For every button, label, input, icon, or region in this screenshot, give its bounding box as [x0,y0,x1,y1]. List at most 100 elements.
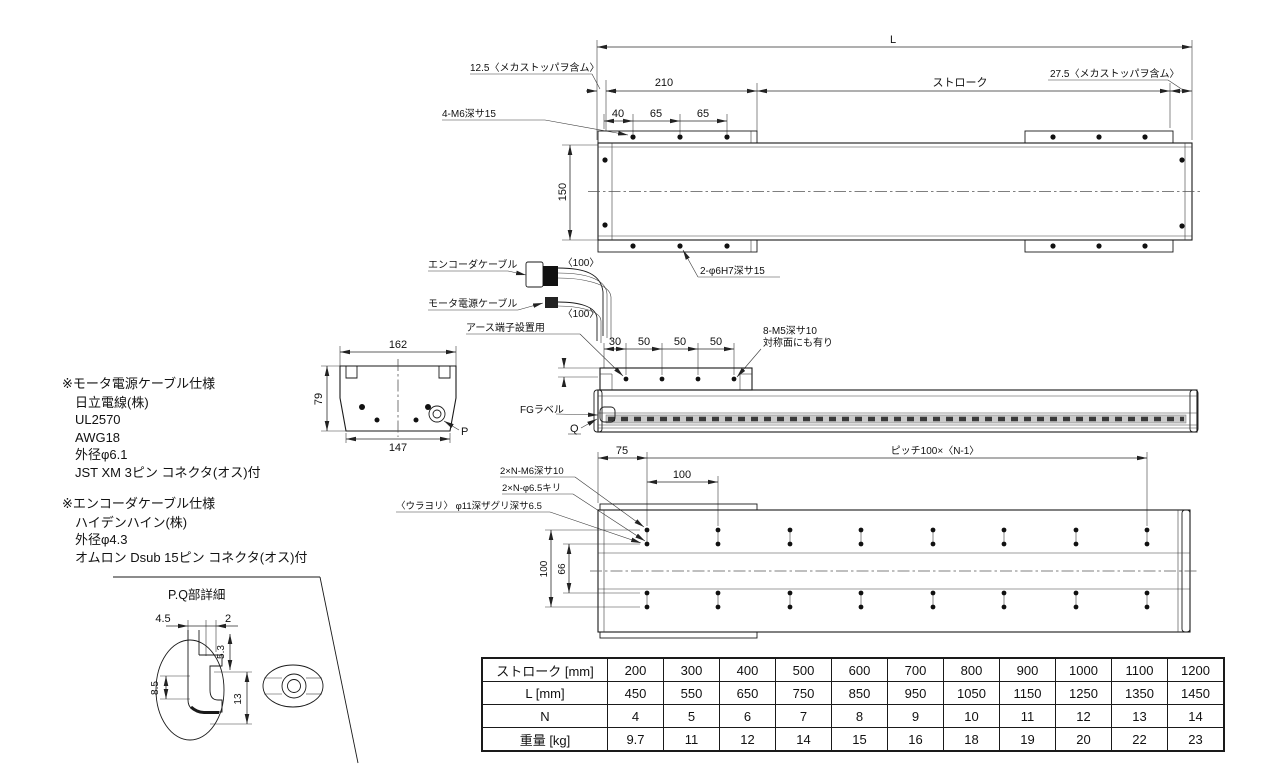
dim-150: 150 [557,183,569,201]
row-header: L [mm] [481,681,608,705]
table-cell: 750 [775,681,832,705]
encoder-connector-body [543,266,558,286]
note-line: オムロン Dsub 15ピン コネクタ(オス)付 [75,549,308,565]
end-view: 162 79 147 P [313,339,468,454]
dim-100: 100 [673,469,691,481]
table-cell: 900 [999,657,1056,682]
bottom-view: 75 ピッチ100×〈N-1〉 100 2×N-M6深サ10 2×N-φ6.5キ… [396,445,1198,639]
q-marker: Q [570,423,579,435]
motor-connector [545,297,558,308]
table-cell: 15 [831,727,888,752]
table-cell: 16 [887,727,944,752]
table-cell: 1100 [1111,657,1168,682]
table-cell: 550 [663,681,720,705]
dim-75: 75 [616,445,628,457]
bend-100a: 〈100〉 [563,257,600,269]
dim-50c: 50 [710,336,722,348]
table-cell: 600 [831,657,888,682]
hole-pattern [644,527,1150,610]
note-line: 日立電線(株) [75,394,149,410]
dim-2: 2 [225,613,231,625]
label-2xN-phi65: 2×N-φ6.5キリ [502,483,561,494]
dim-5-3: 5.3 [216,645,227,659]
dim-pitch: ピッチ100×〈N-1〉 [891,445,980,457]
label-2xN-M6: 2×N-M6深サ10 [500,466,564,477]
table-cell: 9 [887,704,944,728]
dim-13: 13 [233,693,244,705]
encoder-cable-label: エンコーダケーブル [428,258,517,271]
table-cell: 1000 [1055,657,1112,682]
motor-cable-spec-note: ※モータ電源ケーブル仕様 日立電線(株) UL2570 AWG18 外径φ6.1… [62,375,261,481]
table-cell: 12 [1055,704,1112,728]
table-cell: 200 [607,657,664,682]
label-8xM5: 8-M5深サ10 [763,325,817,337]
encoder-cable [557,267,604,336]
fg-label: FGラベル [520,404,564,416]
note-line: AWG18 [75,429,121,445]
table-cell: 14 [775,727,832,752]
table-cell: 6 [719,704,776,728]
row-header: N [481,704,608,728]
table-cell: 450 [607,681,664,705]
note-line: ハイデンハイン(株) [75,514,188,530]
table-cell: 22 [1111,727,1168,752]
fg-label-target [599,406,616,423]
table-cell: 1250 [1055,681,1112,705]
dim-30: 30 [609,336,621,348]
pq-detail: 4.5 2 5.3 8.5 13 [113,576,359,764]
dim-12-5: 12.5〈メカストッパヲ含ム〉 [470,61,599,74]
table-cell: 5 [663,704,720,728]
p-detail-balloon [155,639,225,741]
note-line: 外径φ6.1 [75,447,128,462]
dim-65a: 65 [650,108,662,120]
dim-162: 162 [389,339,407,351]
table-cell: 14 [1167,704,1225,728]
dim-v100: 100 [539,560,550,577]
stroke-label: ストローク [933,76,988,89]
dim-50a: 50 [638,336,650,348]
row-header: 重量 [kg] [481,727,608,752]
table-cell: 850 [831,681,888,705]
dim-v66: 66 [557,563,568,575]
table-cell: 23 [1167,727,1225,752]
table-cell: 10 [943,704,1000,728]
table-cell: 8 [831,704,888,728]
dim-210: 210 [655,77,673,89]
table-cell: 300 [663,657,720,682]
dim-40: 40 [612,108,624,120]
table-cell: 19 [999,727,1056,752]
table-cell: 20 [1055,727,1112,752]
table-cell: 11 [663,727,720,752]
label-4xM6: 4-M6深サ15 [442,108,496,120]
pq-detail-title: P.Q部詳細 [168,588,226,602]
dim-L: L [890,34,896,46]
encoder-connector [525,261,544,288]
q-detail-balloon [262,664,324,708]
table-cell: 4 [607,704,664,728]
table-cell: 500 [775,657,832,682]
label-counterbore: 〈ウラヨリ〉 φ11深ザグリ深サ6.5 [396,500,542,512]
p-marker: P [461,426,468,438]
table-cell: 9.7 [607,727,664,752]
earth-terminal-label: アース端子設置用 [466,321,545,334]
table-cell: 18 [943,727,1000,752]
dim-147: 147 [389,442,407,454]
note-line: UL2570 [75,412,121,427]
label-2-phi6H7: 2-φ6H7深サ15 [700,265,765,277]
table-cell: 1200 [1167,657,1225,682]
table-cell: 1050 [943,681,1000,705]
dim-65b: 65 [697,108,709,120]
table-cell: 400 [719,657,776,682]
motor-cable-label: モータ電源ケーブル [428,297,517,310]
top-view: L 12.5〈メカストッパヲ含ム〉 210 ストローク 27.5〈メカストッパヲ… [428,34,1200,343]
table-cell: 650 [719,681,776,705]
dim-8-5: 8.5 [150,681,161,695]
encoder-cable-spec-note: ※エンコーダケーブル仕様 ハイデンハイン(株) 外径φ4.3 オムロン Dsub… [62,495,307,566]
table-cell: 1150 [999,681,1056,705]
table-cell: 11 [999,704,1056,728]
